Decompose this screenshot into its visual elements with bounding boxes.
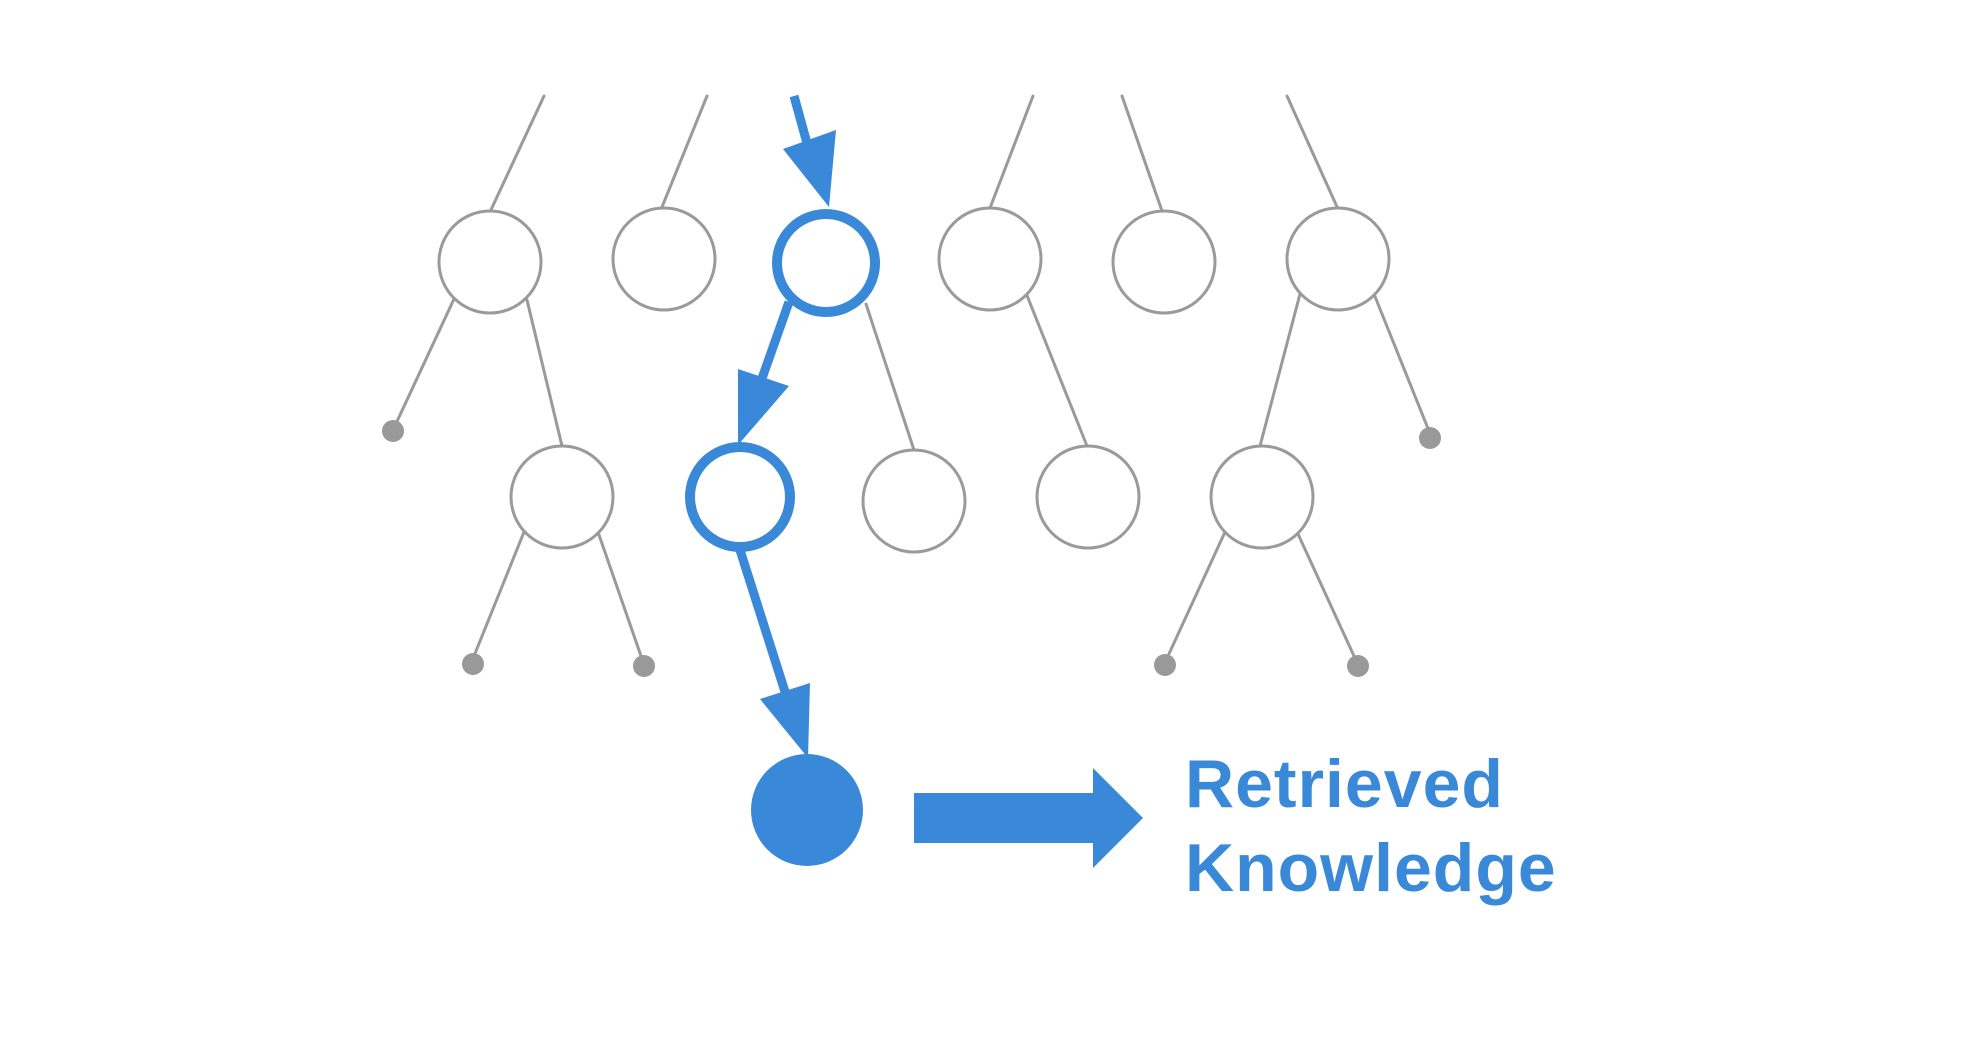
leaf-dot	[382, 420, 404, 442]
path-node	[772, 209, 880, 317]
path-arrowhead	[760, 683, 810, 758]
leaf-dot	[1347, 655, 1369, 677]
tree-node	[1035, 444, 1141, 550]
edge	[472, 530, 526, 658]
edge	[1372, 292, 1431, 433]
leaf-dots	[382, 420, 1441, 677]
tree-nodes	[437, 206, 1391, 554]
tree-node	[509, 444, 615, 550]
tree-node	[937, 206, 1043, 312]
edge	[1120, 94, 1164, 213]
label-line-2: Knowledge	[1185, 830, 1557, 906]
edge	[1258, 292, 1302, 448]
leaf-dot	[1419, 427, 1441, 449]
edge	[488, 94, 546, 214]
tree-edges	[391, 291, 1431, 658]
edge	[1166, 530, 1227, 658]
tree-node	[1209, 444, 1315, 550]
tree-node	[861, 448, 967, 554]
edge	[1285, 94, 1340, 211]
tree-node	[611, 206, 717, 312]
label-line-1: Retrieved	[1185, 746, 1504, 822]
tree-node	[437, 209, 543, 315]
edge	[525, 298, 564, 448]
path-edge	[755, 300, 794, 386]
leaf-dot	[1154, 654, 1176, 676]
retrieval-path	[685, 94, 880, 866]
edge	[391, 297, 456, 432]
edge	[596, 530, 643, 658]
tree-node	[1285, 206, 1391, 312]
edge	[1296, 532, 1356, 658]
edge	[864, 302, 916, 452]
retrieved-node	[751, 754, 863, 866]
leaf-dot	[462, 653, 484, 675]
leaf-dot	[633, 655, 655, 677]
retrieved-knowledge-label: Retrieved Knowledge	[1185, 742, 1557, 910]
path-edge	[735, 548, 792, 700]
edge	[1024, 291, 1089, 448]
edge	[988, 94, 1035, 210]
edge	[660, 94, 709, 209]
tree-node	[1111, 209, 1217, 315]
path-node	[685, 442, 795, 552]
path-arrowhead	[738, 369, 789, 445]
path-arrowhead	[783, 130, 836, 207]
result-arrow-icon	[914, 768, 1143, 868]
incoming-edges	[488, 94, 1340, 214]
